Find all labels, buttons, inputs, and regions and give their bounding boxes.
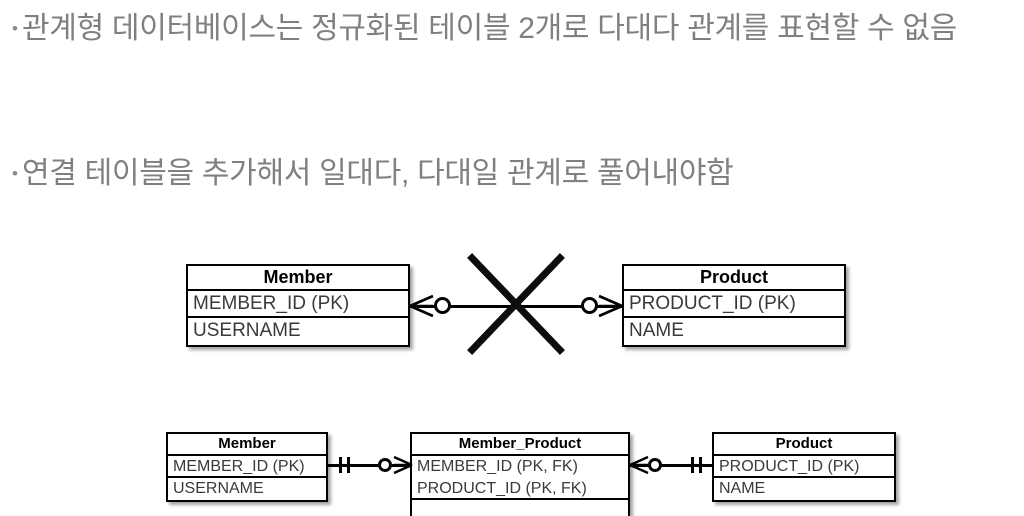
bullet-text-1: 관계형 데이터베이스는 정규화된 테이블 2개로 다대다 관계를 표현할 수 없… [22,12,957,45]
crowfoot-icon [393,455,413,475]
relationship-line-right [630,464,712,467]
cardinality-zero-circle [378,458,392,472]
cardinality-one-tick [691,457,694,473]
er-table-column: USERNAME [193,320,301,341]
er-table-title: Member [168,434,326,456]
crowfoot-icon [629,455,649,475]
er-table-column: PRODUCT_ID (PK) [714,456,894,478]
cardinality-zero-circle [648,458,662,472]
cardinality-one-tick [347,457,350,473]
bullet-text-2: 연결 테이블을 추가해서 일대다, 다대일 관계로 풀어내야함 [22,157,734,190]
bullet-item-1: • 관계형 데이터베이스는 정규화된 테이블 2개로 다대다 관계를 표현할 수… [8,8,1024,50]
cardinality-one-tick [699,457,702,473]
er-table-column: USERNAME [173,480,264,497]
er-table-column: PRODUCT_ID (PK) [624,291,844,318]
er-table-title: Member [188,266,408,291]
er-table-column: NAME [719,480,766,497]
crowfoot-right-icon [598,294,623,318]
cardinality-zero-circle-left [434,297,451,314]
er-table-column: MEMBER_ID (PK) [168,456,326,478]
cardinality-one-tick [339,457,342,473]
er-table-product-2: Product PRODUCT_ID (PK) NAME [712,432,896,502]
er-table-title: Member_Product [412,434,628,456]
er-table-member-product: Member_Product MEMBER_ID (PK, FK) PRODUC… [410,432,630,516]
er-table-column: NAME [629,320,684,341]
bullet-marker: • [12,19,18,38]
bullet-item-2: • 연결 테이블을 추가해서 일대다, 다대일 관계로 풀어내야함 [8,153,1024,195]
er-table-column: MEMBER_ID (PK, FK) [417,458,578,475]
er-table-title: Product [714,434,894,456]
cardinality-zero-circle-right [581,297,598,314]
er-table-product: Product PRODUCT_ID (PK) NAME [622,264,846,347]
er-table-column [412,500,628,516]
crowfoot-left-icon [409,294,434,318]
er-table-title: Product [624,266,844,291]
er-table-member-2: Member MEMBER_ID (PK) USERNAME [166,432,328,502]
invalid-relationship-x-icon [467,253,565,355]
er-table-member: Member MEMBER_ID (PK) USERNAME [186,264,410,347]
relationship-line-left [328,464,410,467]
bullet-marker: • [12,164,18,183]
er-table-column: MEMBER_ID (PK) [188,291,408,318]
er-table-column: PRODUCT_ID (PK, FK) [412,478,628,500]
